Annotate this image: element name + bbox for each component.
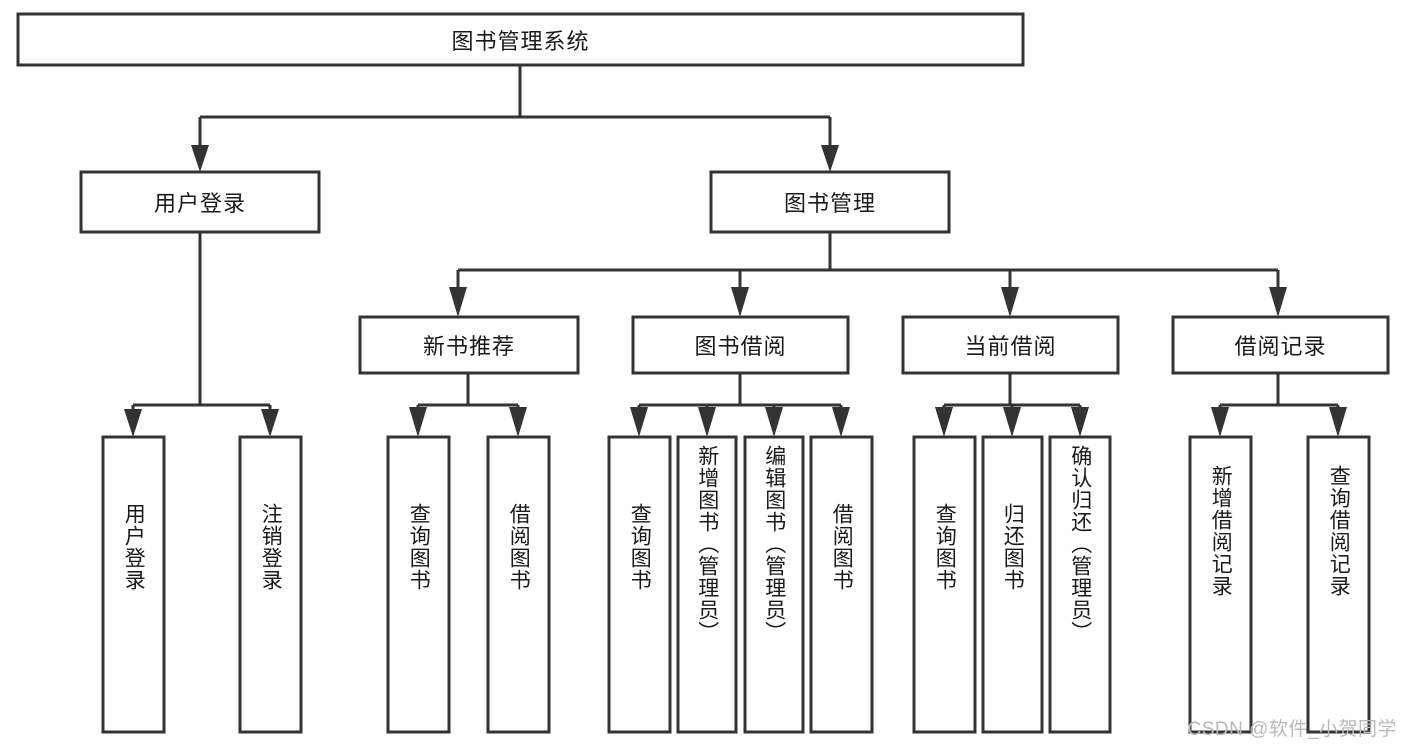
node-box-book-management[interactable]	[709, 170, 951, 234]
node-box-current-borrow[interactable]	[901, 315, 1120, 375]
node-box-leaf-new-book-1[interactable]	[386, 435, 451, 734]
arrow-head-leaf-book-borrow-3	[765, 407, 783, 437]
node-box-leaf-new-book-2[interactable]	[486, 435, 551, 734]
csdn-watermark: CSDN @软件_小贺同学	[1187, 719, 1397, 740]
arrow-head-leaf-user-login-1	[124, 409, 142, 437]
node-box-leaf-current-borrow-2[interactable]	[981, 435, 1044, 734]
node-box-user-login[interactable]	[79, 170, 321, 234]
node-box-new-book-recommend[interactable]	[358, 315, 580, 375]
arrow-head-leaf-user-login-2	[261, 409, 279, 437]
arrow-head-leaf-borrow-record-2	[1329, 407, 1347, 437]
arrow-head-leaf-current-borrow-2	[1003, 407, 1021, 437]
node-box-leaf-user-login-2[interactable]	[238, 435, 303, 734]
arrow-head-leaf-book-borrow-2	[698, 407, 716, 437]
node-box-leaf-book-borrow-4[interactable]	[809, 435, 874, 734]
arrow-head-leaf-current-borrow-1	[935, 407, 953, 437]
arrow-head-borrow-record	[1269, 287, 1287, 317]
arrow-head-book-mgmt	[821, 145, 839, 172]
node-box-leaf-borrow-record-2[interactable]	[1306, 435, 1371, 734]
node-box-leaf-book-borrow-3[interactable]	[743, 435, 805, 734]
node-box-root[interactable]	[16, 12, 1025, 67]
arrow-head-leaf-new-book-1	[409, 407, 427, 437]
node-box-leaf-book-borrow-2[interactable]	[676, 435, 738, 734]
node-box-borrow-record[interactable]	[1171, 315, 1390, 375]
arrow-head-current-borrow	[1001, 287, 1019, 317]
node-box-book-borrow[interactable]	[631, 315, 850, 375]
arrow-head-leaf-new-book-2	[509, 407, 527, 437]
node-box-leaf-current-borrow-3[interactable]	[1048, 435, 1112, 734]
arrow-head-user-login	[191, 145, 209, 172]
node-box-leaf-borrow-record-1[interactable]	[1188, 435, 1253, 734]
arrow-head-leaf-book-borrow-4	[832, 407, 850, 437]
node-box-leaf-user-login-1[interactable]	[101, 435, 166, 734]
node-box-leaf-book-borrow-1[interactable]	[607, 435, 672, 734]
node-box-leaf-current-borrow-1[interactable]	[912, 435, 977, 734]
arrow-head-new-book-recommend	[449, 287, 467, 317]
arrow-head-book-borrow	[731, 287, 749, 317]
arrow-head-leaf-borrow-record-1	[1211, 407, 1229, 437]
arrow-head-leaf-book-borrow-1	[630, 407, 648, 437]
arrow-head-leaf-current-borrow-3	[1071, 407, 1089, 437]
